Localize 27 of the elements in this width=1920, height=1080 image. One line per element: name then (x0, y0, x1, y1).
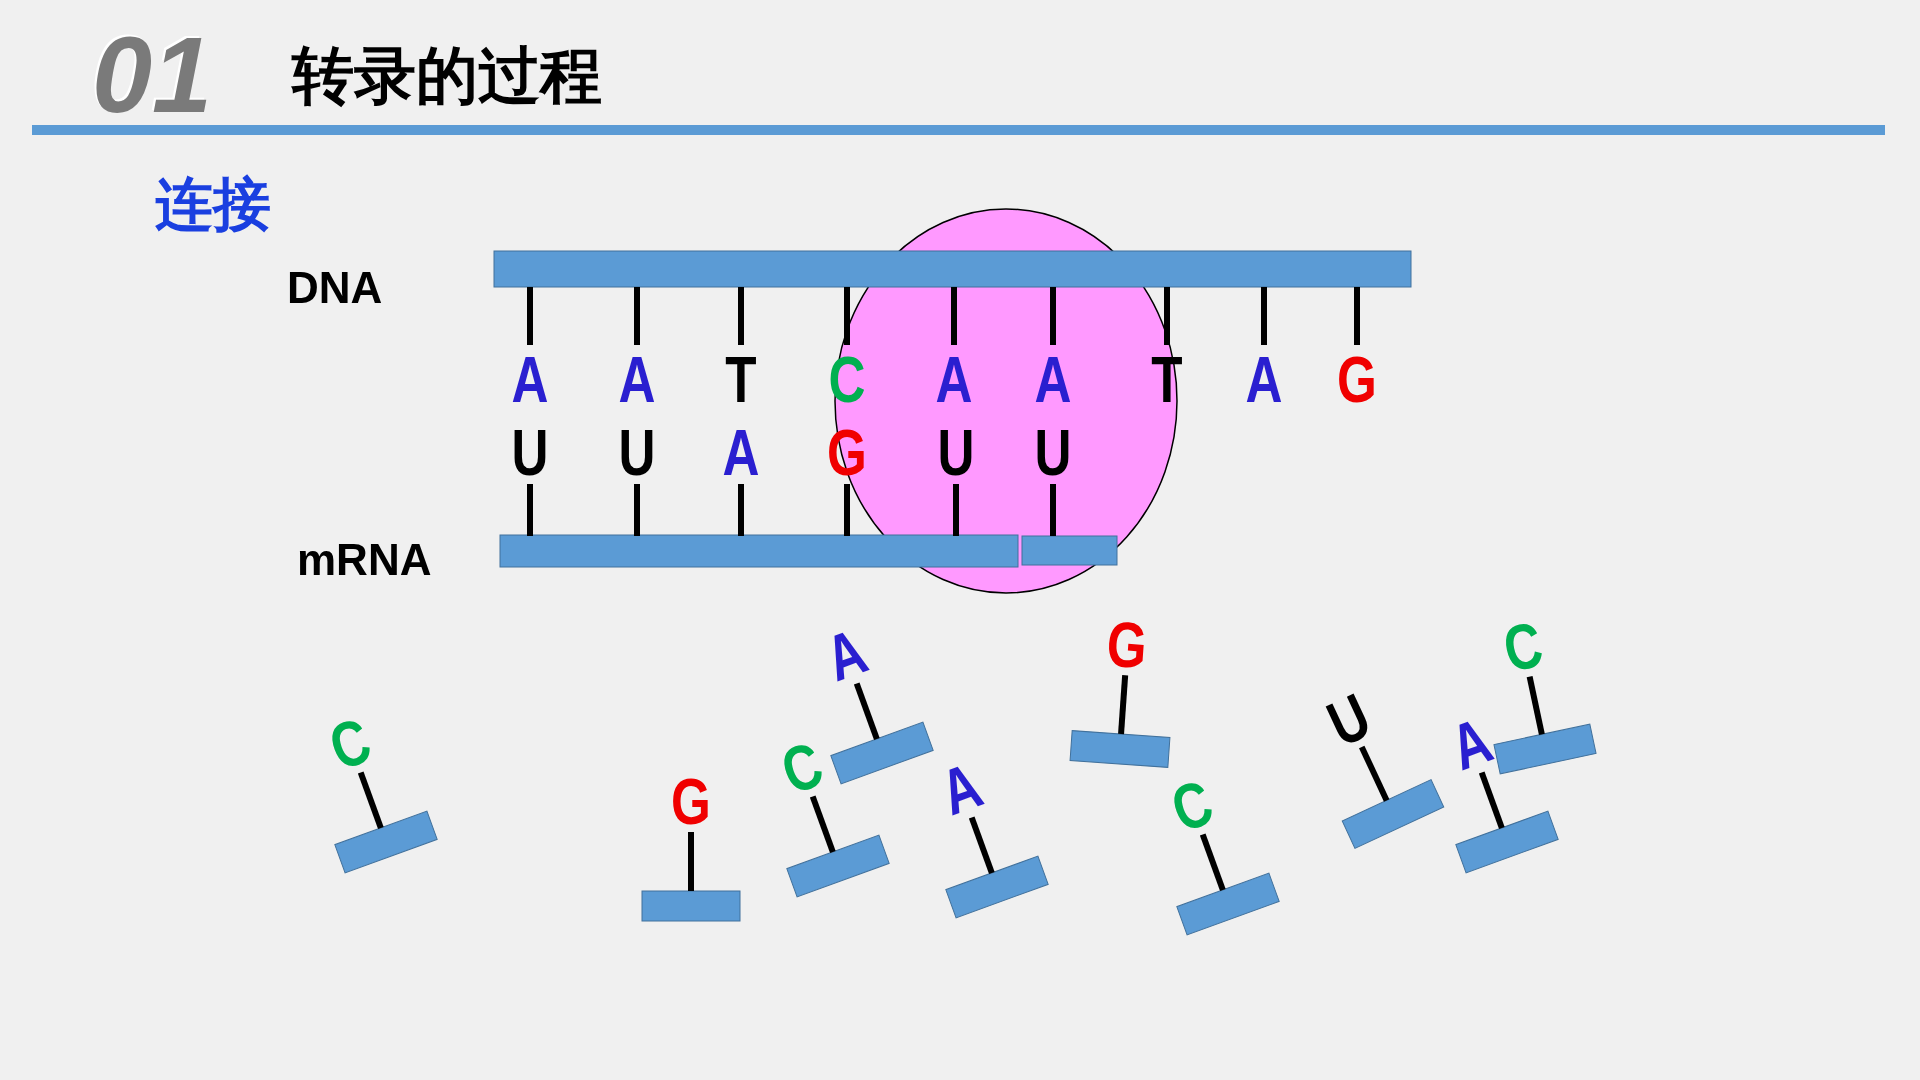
base-letter: G (670, 765, 712, 840)
base-letter: A (934, 343, 974, 418)
base-letter: U (617, 416, 657, 491)
base-letter: A (1244, 343, 1284, 418)
base-letter: A (1033, 343, 1073, 418)
base-letter: U (1033, 416, 1073, 491)
base-letter: A (721, 416, 761, 491)
base-letter: G (1103, 606, 1151, 685)
base-letter: G (1336, 343, 1378, 418)
strand-label: DNA (287, 262, 383, 314)
base-letter: C (771, 727, 834, 811)
base-letter: U (936, 416, 976, 491)
base-letter: C (1496, 607, 1550, 689)
base-letter: A (930, 748, 993, 832)
base-letter: A (815, 614, 878, 698)
base-letter: U (1316, 678, 1382, 763)
strand-label: mRNA (297, 534, 432, 586)
base-letter: A (510, 343, 550, 418)
slide-title: 转录的过程 (292, 38, 602, 114)
base-letter: C (1161, 765, 1224, 849)
base-letter: C (319, 703, 382, 787)
section-heading: 连接 (155, 169, 271, 240)
base-letter: A (617, 343, 657, 418)
base-letter: U (510, 416, 550, 491)
base-letter: T (724, 343, 758, 418)
section-number: 01 (92, 20, 213, 130)
base-letter: A (1440, 703, 1503, 787)
